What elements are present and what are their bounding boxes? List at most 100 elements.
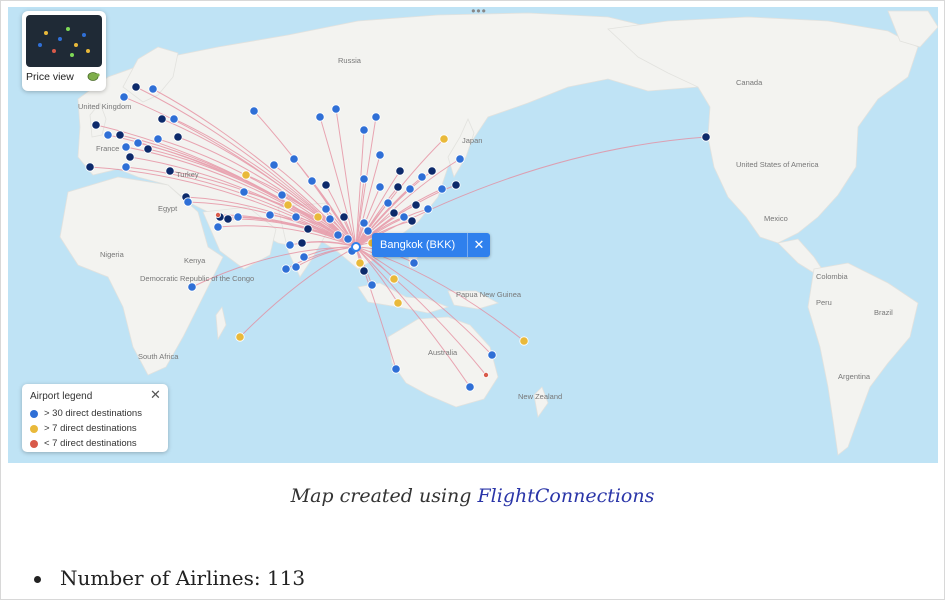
price-view-label: Price view	[26, 71, 74, 83]
airport-marker[interactable]	[148, 84, 158, 94]
flightconnections-link[interactable]: FlightConnections	[477, 485, 655, 507]
airport-marker[interactable]	[399, 212, 409, 222]
airport-marker[interactable]	[371, 112, 381, 122]
airport-marker[interactable]	[235, 332, 245, 342]
drag-handle[interactable]: •••	[471, 7, 487, 18]
airport-marker[interactable]	[307, 176, 317, 186]
airport-marker[interactable]	[343, 234, 353, 244]
airport-marker[interactable]	[359, 174, 369, 184]
airport-marker[interactable]	[299, 252, 309, 262]
airport-marker[interactable]	[427, 166, 437, 176]
airport-marker[interactable]	[519, 336, 529, 346]
airport-marker[interactable]	[297, 238, 307, 248]
south-america-landmass	[807, 262, 919, 456]
airport-marker[interactable]	[465, 382, 475, 392]
airport-marker[interactable]	[249, 106, 259, 116]
airport-marker[interactable]	[169, 114, 179, 124]
airport-marker[interactable]	[214, 211, 221, 218]
price-view-toggle[interactable]: Price view	[22, 11, 106, 91]
airport-marker[interactable]	[409, 258, 419, 268]
airport-marker[interactable]	[355, 258, 365, 268]
airport-marker[interactable]	[437, 184, 447, 194]
airport-marker[interactable]	[359, 266, 369, 276]
airport-marker[interactable]	[455, 154, 465, 164]
airport-marker[interactable]	[133, 138, 143, 148]
airport-marker[interactable]	[85, 162, 95, 172]
airport-marker[interactable]	[391, 364, 401, 374]
hub-airport-marker[interactable]	[351, 242, 361, 252]
airport-marker[interactable]	[283, 200, 293, 210]
airport-marker[interactable]	[119, 92, 129, 102]
airport-marker[interactable]	[331, 104, 341, 114]
airport-marker[interactable]	[359, 218, 369, 228]
airport-marker[interactable]	[277, 190, 287, 200]
airport-marker[interactable]	[393, 298, 403, 308]
airport-marker[interactable]	[91, 120, 101, 130]
airport-marker[interactable]	[187, 282, 197, 292]
airport-marker[interactable]	[121, 162, 131, 172]
airport-marker[interactable]	[315, 112, 325, 122]
airport-marker[interactable]	[375, 182, 385, 192]
airport-marker[interactable]	[103, 130, 113, 140]
airport-marker[interactable]	[291, 212, 301, 222]
airport-marker[interactable]	[269, 160, 279, 170]
airport-marker[interactable]	[333, 230, 343, 240]
airport-marker[interactable]	[183, 197, 193, 207]
airport-marker[interactable]	[482, 371, 489, 378]
airport-marker[interactable]	[321, 180, 331, 190]
airport-marker[interactable]	[363, 226, 373, 236]
airport-marker[interactable]	[125, 152, 135, 162]
legend-item-label: > 30 direct destinations	[44, 408, 142, 419]
airport-marker[interactable]	[157, 114, 167, 124]
place-label: Japan	[462, 136, 482, 145]
airport-marker[interactable]	[313, 212, 323, 222]
airport-marker[interactable]	[375, 150, 385, 160]
airport-marker[interactable]	[153, 134, 163, 144]
airport-marker[interactable]	[321, 204, 331, 214]
airport-marker[interactable]	[439, 134, 449, 144]
airport-marker[interactable]	[131, 82, 141, 92]
hub-callout[interactable]: Bangkok (BKK) ✕	[372, 233, 490, 257]
airport-marker[interactable]	[281, 264, 291, 274]
place-label: Peru	[816, 298, 832, 307]
airport-marker[interactable]	[223, 214, 233, 224]
airport-marker[interactable]	[285, 240, 295, 250]
airport-marker[interactable]	[407, 216, 417, 226]
airport-marker[interactable]	[339, 212, 349, 222]
airport-marker[interactable]	[239, 187, 249, 197]
airport-marker[interactable]	[213, 222, 223, 232]
place-label: Democratic Republic of the Congo	[140, 274, 254, 283]
thumbnail-dots-icon	[38, 27, 90, 57]
airport-marker[interactable]	[359, 125, 369, 135]
airport-marker[interactable]	[265, 210, 275, 220]
airport-marker[interactable]	[411, 200, 421, 210]
airport-marker[interactable]	[115, 130, 125, 140]
legend-close-icon[interactable]: ✕	[150, 387, 161, 402]
airport-marker[interactable]	[451, 180, 461, 190]
airport-marker[interactable]	[405, 184, 415, 194]
airport-marker[interactable]	[121, 142, 131, 152]
airport-marker[interactable]	[393, 182, 403, 192]
airport-marker[interactable]	[487, 350, 497, 360]
callout-close-icon[interactable]: ✕	[467, 233, 490, 257]
route-line	[355, 170, 401, 248]
airport-marker[interactable]	[367, 280, 377, 290]
turtle-icon	[87, 72, 100, 81]
airport-marker[interactable]	[289, 154, 299, 164]
airport-marker[interactable]	[291, 262, 301, 272]
airport-marker[interactable]	[395, 166, 405, 176]
airport-marker[interactable]	[701, 132, 711, 142]
airport-marker[interactable]	[423, 204, 433, 214]
airport-marker[interactable]	[417, 172, 427, 182]
airport-marker[interactable]	[389, 208, 399, 218]
airport-marker[interactable]	[173, 132, 183, 142]
airport-marker[interactable]	[303, 224, 313, 234]
airport-marker[interactable]	[233, 212, 243, 222]
airport-marker[interactable]	[241, 170, 251, 180]
airport-marker[interactable]	[325, 214, 335, 224]
airport-marker[interactable]	[143, 144, 153, 154]
airport-marker[interactable]	[165, 166, 175, 176]
airport-marker[interactable]	[389, 274, 399, 284]
airport-marker[interactable]	[383, 198, 393, 208]
